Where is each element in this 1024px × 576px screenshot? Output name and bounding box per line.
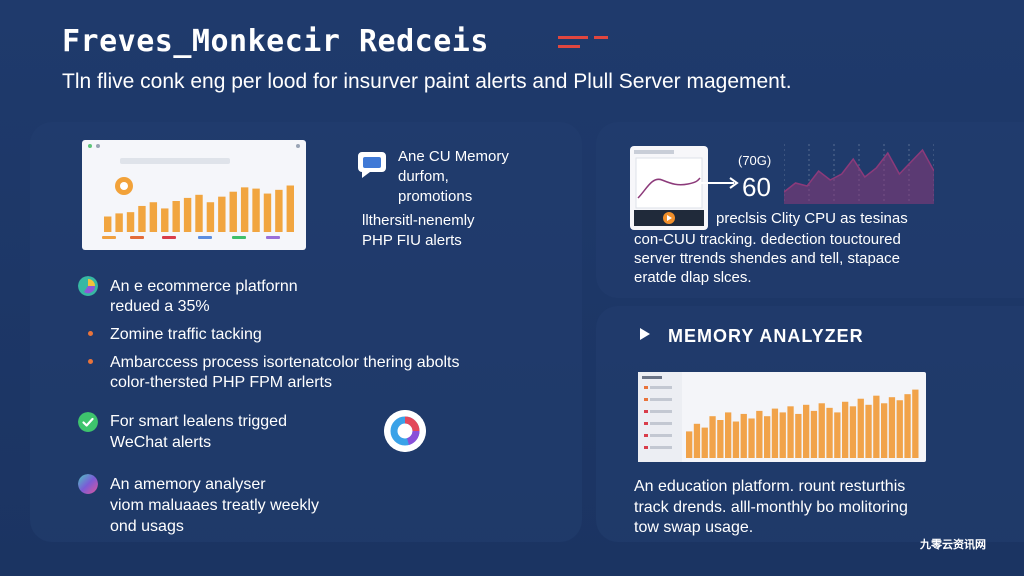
memory-dashboard-mockup bbox=[638, 372, 926, 462]
callout-line-4: llthersitl-nenemly bbox=[362, 212, 475, 229]
chart-bar bbox=[126, 212, 135, 232]
chart-bar bbox=[888, 397, 896, 458]
chart-bar bbox=[818, 403, 825, 458]
chart-bar bbox=[218, 196, 226, 232]
chart-bar bbox=[138, 205, 146, 232]
chart-bar bbox=[686, 431, 693, 458]
phone-mockup bbox=[630, 146, 708, 230]
chart-bar bbox=[779, 412, 786, 458]
callout-line-2: durfom, bbox=[398, 168, 449, 185]
donut-chart-icon bbox=[384, 410, 426, 452]
feature-4-line-2: WeChat alerts bbox=[110, 434, 212, 451]
chart-bar bbox=[748, 418, 755, 458]
chart-bar bbox=[286, 185, 294, 232]
cpu-desc-line-3: server ttrends shendes and tell, stapace bbox=[634, 250, 900, 267]
cpu-trend-chart bbox=[784, 144, 934, 204]
feature-1-line-2: redued a 35% bbox=[110, 298, 210, 315]
feature-5-line-2: viom maluaaes treatly weekly bbox=[110, 497, 319, 514]
dashboard-bar-chart bbox=[104, 177, 294, 232]
chart-bar bbox=[252, 188, 260, 232]
chart-bar bbox=[803, 404, 810, 458]
pie-chart-icon bbox=[78, 276, 98, 296]
watermark: 九零云资讯网 bbox=[920, 539, 986, 551]
play-icon bbox=[640, 328, 650, 340]
chart-bar bbox=[810, 410, 818, 458]
chart-bar bbox=[771, 408, 779, 458]
chat-icon bbox=[358, 152, 386, 178]
feature-5-line-1: An amemory analyser bbox=[110, 476, 266, 493]
chart-bar bbox=[263, 193, 272, 232]
chart-bar bbox=[865, 404, 872, 458]
dashboard-sidebar bbox=[638, 372, 682, 462]
chart-bar bbox=[834, 412, 841, 458]
arrow-right-icon bbox=[701, 177, 739, 189]
memory-bar-chart bbox=[686, 389, 919, 458]
chart-bar bbox=[709, 416, 716, 458]
callout-line-1: Ane CU Memory bbox=[398, 148, 509, 165]
chart-bar bbox=[183, 197, 192, 232]
chart-bar bbox=[717, 420, 724, 458]
memory-desc-line-3: tow swap usage. bbox=[634, 519, 754, 536]
feature-2-line-1: Zomine traffic tacking bbox=[110, 326, 262, 343]
feature-1-line-1: An e ecommerce platfornn bbox=[110, 278, 298, 295]
cpu-desc-line-1: preclsis Clity CPU as tesinas bbox=[716, 210, 908, 227]
chart-bar bbox=[115, 213, 123, 232]
chart-bar bbox=[904, 394, 911, 458]
chart-bar bbox=[161, 208, 169, 232]
chart-bar bbox=[842, 401, 849, 458]
chart-bar bbox=[857, 398, 864, 458]
chart-bar bbox=[787, 406, 794, 458]
chart-bar bbox=[172, 201, 180, 232]
chart-bar bbox=[229, 191, 237, 232]
chart-bar bbox=[725, 412, 732, 458]
dashboard-mockup bbox=[82, 140, 306, 250]
circle-gradient-icon bbox=[78, 474, 98, 494]
cpu-big-value: 60 bbox=[742, 172, 771, 202]
page-title: Freves_Monkecir Redceis bbox=[62, 24, 489, 59]
cpu-desc-line-2: con-CUU tracking. dedection touctoured bbox=[634, 231, 901, 248]
dashboard-search-bar bbox=[120, 158, 230, 164]
feature-3-line-1: Ambarccess process isortenatcolor therin… bbox=[110, 354, 460, 371]
cpu-desc-line-4: eratde dlap slces. bbox=[634, 269, 752, 286]
chart-bar bbox=[275, 189, 283, 232]
bullet-dot-icon bbox=[88, 331, 93, 336]
chart-bar bbox=[104, 216, 112, 232]
chart-bar bbox=[701, 427, 708, 458]
memory-desc-line-2: track drends. alll-monthly bo molitoring bbox=[634, 499, 908, 516]
series-line bbox=[784, 148, 934, 193]
chart-bar bbox=[740, 413, 747, 458]
feature-4-line-1: For smart lealens trigged bbox=[110, 413, 287, 430]
page-subtitle: Tln flive conk eng per lood for insurver… bbox=[62, 70, 792, 93]
chart-bar bbox=[795, 413, 802, 458]
chart-bar bbox=[756, 410, 763, 458]
callout-line-3: promotions bbox=[398, 188, 473, 205]
memory-analyzer-heading: MEMORY ANALYZER bbox=[668, 326, 864, 346]
chart-bar bbox=[896, 400, 903, 458]
chart-bar bbox=[732, 421, 740, 458]
chart-bar bbox=[826, 407, 833, 458]
chart-bar bbox=[149, 202, 158, 232]
chart-bar bbox=[912, 389, 919, 458]
title-decoration bbox=[558, 36, 608, 50]
chart-bar bbox=[240, 187, 249, 232]
chart-bar bbox=[693, 423, 701, 458]
feature-3-line-2: color-thersted PHP FPM arlerts bbox=[110, 374, 332, 391]
callout-line-5: PHP FIU alerts bbox=[362, 232, 462, 249]
cpu-small-value: (70G) bbox=[738, 153, 772, 168]
feature-5-line-3: ond usags bbox=[110, 518, 184, 535]
dashboard-legend bbox=[102, 236, 292, 240]
check-icon bbox=[78, 412, 98, 432]
chart-bar bbox=[764, 416, 771, 458]
memory-desc-line-1: An education platform. rount resturthis bbox=[634, 478, 906, 495]
chart-bar bbox=[873, 395, 880, 458]
bullet-dot-icon bbox=[88, 359, 93, 364]
chart-bar bbox=[195, 194, 203, 232]
chart-bar bbox=[881, 403, 888, 458]
chart-bar bbox=[849, 406, 857, 458]
chart-bar bbox=[206, 202, 215, 232]
area-fill bbox=[784, 150, 934, 204]
